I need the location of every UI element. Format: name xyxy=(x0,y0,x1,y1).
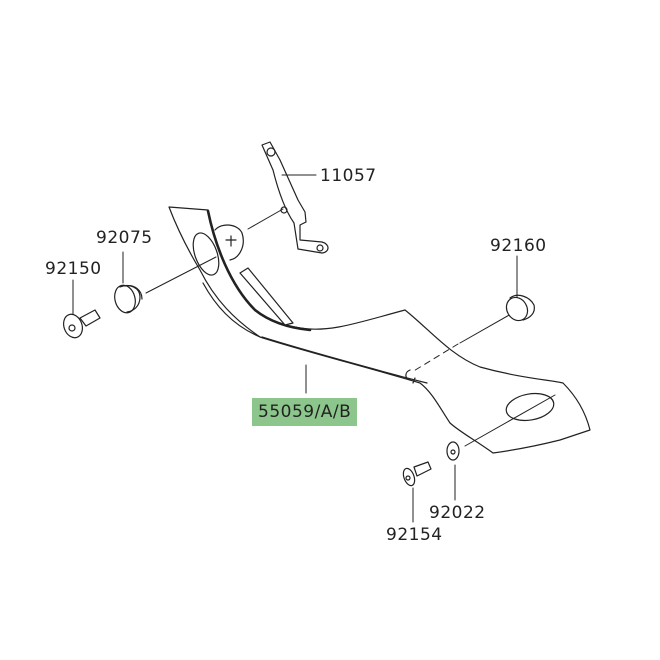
grommet-92160-icon xyxy=(505,294,535,322)
label-55059-highlighted[interactable]: 55059/A/B xyxy=(252,398,358,426)
washer-92022-icon xyxy=(446,441,460,461)
right-hole xyxy=(505,392,555,422)
bracket-part xyxy=(261,141,329,254)
label-11057[interactable]: 11057 xyxy=(320,166,377,186)
label-92022[interactable]: 92022 xyxy=(429,503,486,523)
leader-lines xyxy=(72,174,556,523)
bolt-92154-icon xyxy=(402,461,432,487)
label-92075[interactable]: 92075 xyxy=(96,228,153,248)
left-hole xyxy=(192,232,220,276)
label-92154[interactable]: 92154 xyxy=(386,525,443,545)
label-92150[interactable]: 92150 xyxy=(45,259,102,279)
cover-part xyxy=(168,206,591,454)
label-92160[interactable]: 92160 xyxy=(490,236,547,256)
grommet-seated-icon xyxy=(214,224,244,261)
grommet-92075-icon xyxy=(114,284,143,314)
bolt-92150-icon xyxy=(62,309,101,339)
